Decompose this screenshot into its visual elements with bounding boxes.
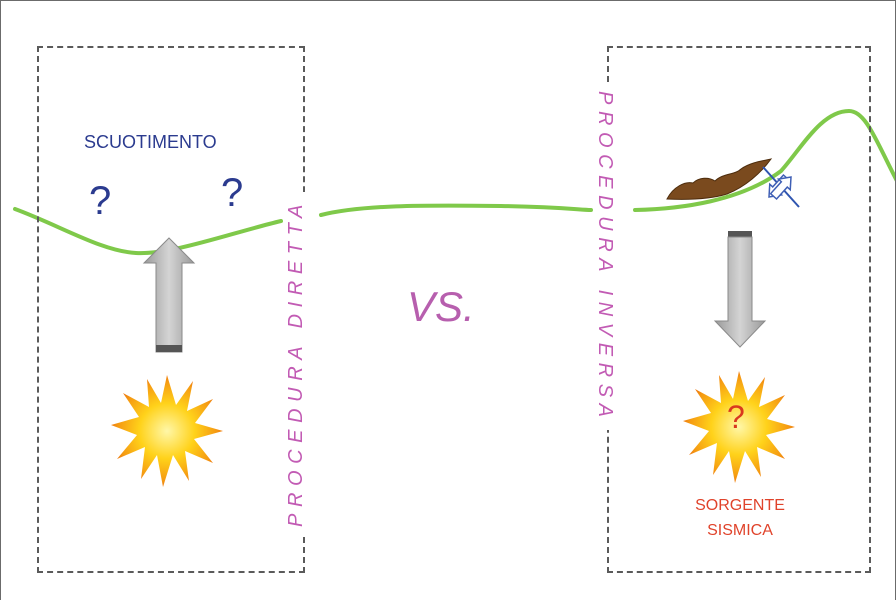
down-arrow-icon xyxy=(713,231,767,348)
direct-procedure-label: PROCEDURA DIRETTA xyxy=(285,192,308,533)
question-mark-right: ? xyxy=(221,171,244,215)
landslide-icon xyxy=(666,158,773,200)
shaking-label: SCUOTIMENTO xyxy=(84,132,217,152)
seismic-source-label-line2: SISMICA xyxy=(707,522,773,539)
fault-arrows-icon xyxy=(762,166,800,208)
direct-procedure-box xyxy=(37,46,305,573)
inverse-procedure-label: PROCEDURA INVERSA xyxy=(593,85,616,430)
seismic-source-label-line1: SORGENTE xyxy=(695,497,785,514)
up-arrow-icon xyxy=(142,237,196,353)
versus-label: VS. xyxy=(407,283,475,330)
earthquake-star-icon xyxy=(111,375,223,487)
ground-profile-line xyxy=(13,108,895,256)
source-question-mark: ? xyxy=(727,399,745,435)
earthquake-star-icon xyxy=(683,371,795,483)
question-mark-left: ? xyxy=(89,179,112,223)
seismic-source-label: SORGENTE SISMICA xyxy=(670,493,810,543)
